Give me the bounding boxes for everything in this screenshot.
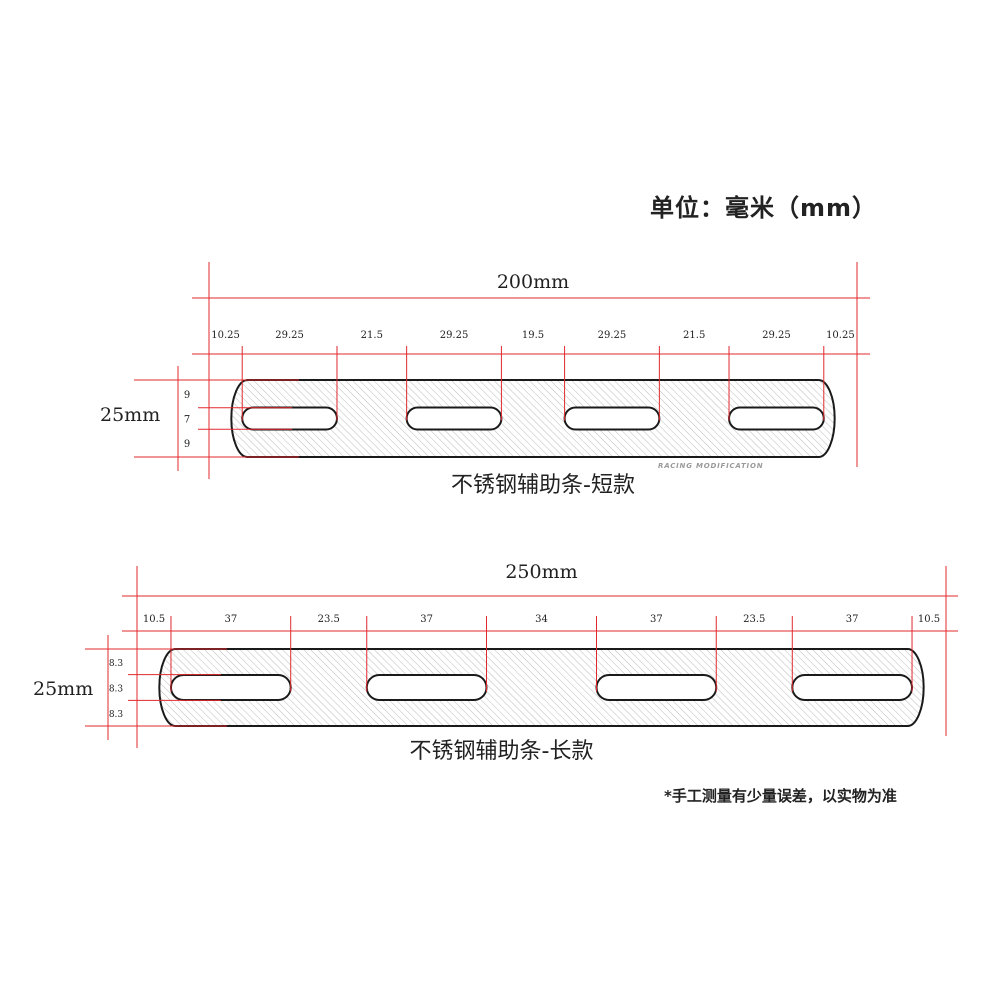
unit-label: 单位：毫米（mm）	[650, 194, 878, 222]
long-bar-caption: 不锈钢辅助条-长款	[409, 739, 594, 764]
segment-label: 10.25	[211, 330, 240, 341]
bar-body	[230, 379, 836, 458]
height-segment-label: 9	[184, 439, 190, 450]
segment-label: 19.5	[522, 330, 544, 341]
segment-label: 29.25	[275, 330, 304, 341]
width-label: 25mm	[33, 678, 93, 700]
segment-label: 29.25	[598, 330, 627, 341]
short-bar-caption: 不锈钢辅助条-短款	[451, 473, 635, 498]
height-segment-label: 8.3	[109, 685, 124, 695]
segment-label: 10.5	[918, 614, 940, 625]
measurement-note: *手工测量有少量误差，以实物为准	[664, 787, 897, 805]
slot-hole	[365, 674, 488, 701]
segment-label: 23.5	[318, 614, 340, 625]
segment-label: 29.25	[440, 330, 469, 341]
segment-label: 21.5	[361, 330, 383, 341]
slot-hole	[563, 406, 661, 431]
slot-hole	[791, 674, 914, 701]
width-label: 25mm	[100, 404, 160, 426]
segment-label: 21.5	[683, 330, 705, 341]
total-length-label: 200mm	[497, 271, 569, 293]
height-segment-label: 9	[184, 390, 190, 401]
slot-hole	[595, 674, 718, 701]
height-segment-label: 7	[184, 415, 190, 426]
segment-label: 37	[846, 614, 859, 625]
slot-hole	[405, 406, 503, 431]
height-segment-label: 8.3	[109, 659, 124, 669]
segment-label: 37	[420, 614, 433, 625]
segment-label: 29.25	[762, 330, 791, 341]
height-segment-label: 8.3	[109, 710, 124, 720]
slot-hole	[728, 406, 825, 431]
segment-label: 10.5	[143, 614, 165, 625]
segment-label: 23.5	[743, 614, 765, 625]
segment-label: 34	[535, 614, 548, 625]
bar-body	[158, 648, 925, 727]
segment-label: 10.25	[826, 330, 855, 341]
long-bar-drawing: 250mm 10.5 37 23.5 37 34 37 23.5 37 10.5 8.3 8.3 8.3…	[33, 561, 958, 748]
total-length-label: 250mm	[505, 561, 577, 583]
watermark-text: RACING MODIFICATION	[658, 462, 764, 470]
slot-hole	[241, 406, 338, 431]
segment-label: 37	[224, 614, 237, 625]
segment-label: 37	[650, 614, 663, 625]
short-bar-drawing: 200mm 10.25 29.25 21.5 29.25 19.5 29.25 21.5 29.…	[100, 262, 870, 479]
slot-hole	[169, 674, 292, 701]
